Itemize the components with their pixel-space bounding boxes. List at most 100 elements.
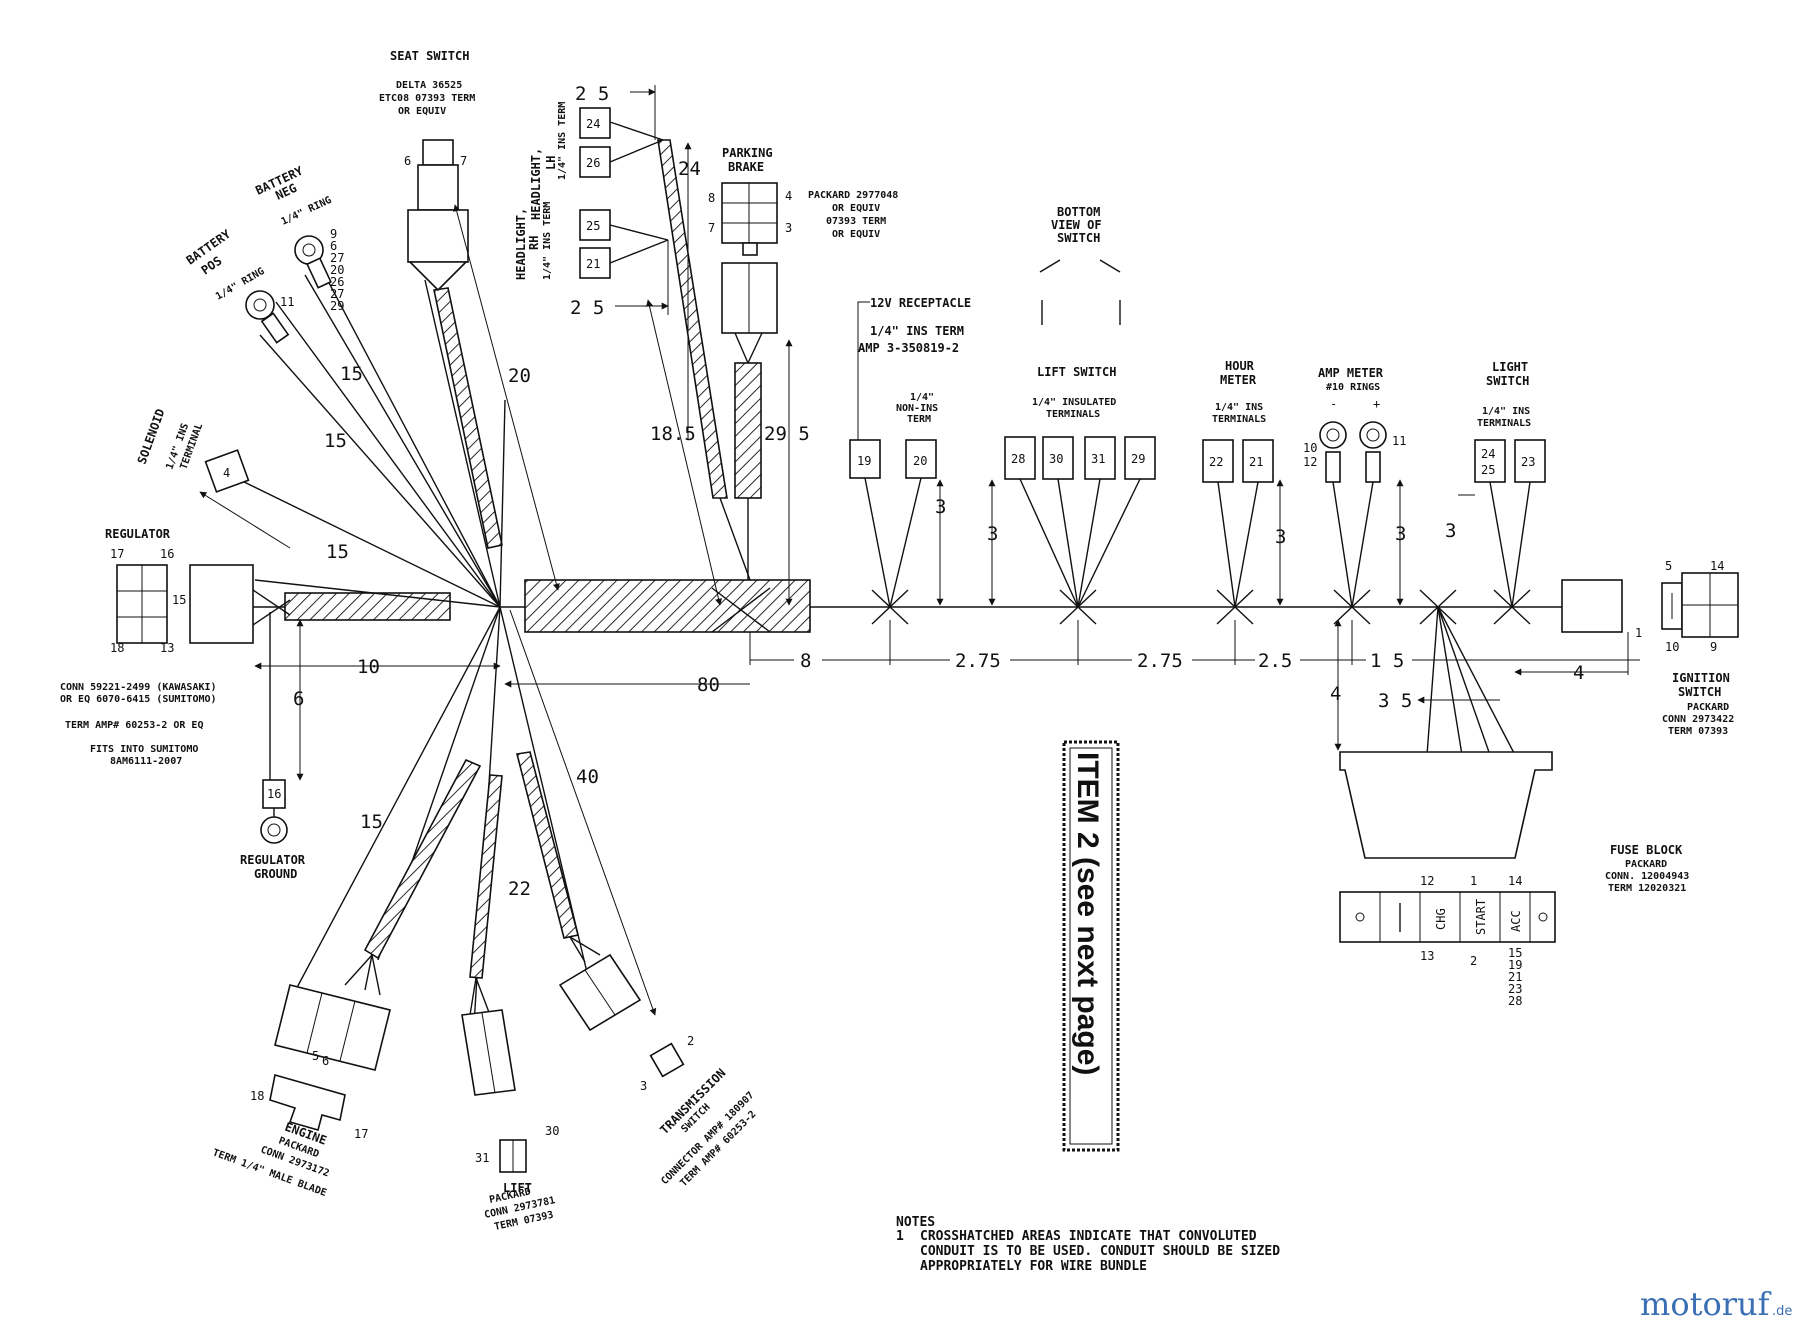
svg-text:1: 1	[1635, 626, 1642, 640]
svg-text:LIFT SWITCH: LIFT SWITCH	[1037, 365, 1116, 379]
svg-text:29 5: 29 5	[764, 423, 810, 445]
dimension-lines: 2 5 24 2 5 20 15 15 15 18.5 29 5 3 3 3 3…	[199, 83, 1640, 1016]
svg-text:4: 4	[223, 466, 230, 480]
seat-switch-label: SEAT SWITCH	[390, 49, 469, 63]
svg-text:CONN 59221-2499 (KAWASAKI): CONN 59221-2499 (KAWASAKI)	[60, 682, 217, 693]
svg-text:PARKING: PARKING	[722, 146, 773, 160]
svg-text:REGULATOR: REGULATOR	[105, 527, 171, 541]
svg-text:31: 31	[475, 1151, 489, 1165]
svg-text:14: 14	[1710, 559, 1724, 573]
transmission-connector: 3 2 TRANSMISSION SWITCH CONNECTOR AMP# 1…	[558, 936, 759, 1189]
svg-text:15: 15	[324, 430, 347, 452]
svg-text:GROUND: GROUND	[254, 867, 297, 881]
regulator: REGULATOR 17 16 15 18 13 CONN 59221-2499…	[60, 527, 291, 780]
solenoid: SOLENOID 1/4" INS TERMINAL 4	[135, 407, 250, 493]
svg-text:HEADLIGHT,: HEADLIGHT,	[529, 148, 543, 220]
svg-text:19: 19	[857, 454, 871, 468]
svg-text:6: 6	[322, 1054, 329, 1068]
svg-text:17: 17	[354, 1127, 368, 1141]
svg-text:18.5: 18.5	[650, 423, 696, 445]
svg-text:30: 30	[1049, 452, 1063, 466]
svg-text:ACC: ACC	[1509, 910, 1523, 932]
svg-text:29: 29	[330, 299, 344, 313]
svg-text:80: 80	[697, 674, 720, 696]
svg-text:12V RECEPTACLE: 12V RECEPTACLE	[870, 296, 971, 310]
svg-text:2: 2	[1470, 954, 1477, 968]
svg-text:18: 18	[110, 641, 124, 655]
svg-text:12: 12	[1420, 874, 1434, 888]
svg-text:6: 6	[293, 688, 304, 710]
svg-text:4: 4	[785, 189, 792, 203]
svg-text:15: 15	[340, 363, 363, 385]
item-2-callout[interactable]: ITEM 2 (see next page)	[1062, 740, 1120, 1152]
svg-text:CONN 2973422: CONN 2973422	[1662, 714, 1734, 725]
svg-text:13: 13	[1420, 949, 1434, 963]
svg-text:20: 20	[913, 454, 927, 468]
svg-text:FITS INTO SUMITOMO: FITS INTO SUMITOMO	[90, 744, 198, 755]
svg-text:17: 17	[110, 547, 124, 561]
parking-brake: PARKING BRAKE 8 4 7 3 PACKARD 2977048 OR…	[708, 146, 898, 580]
svg-text:NON-INS: NON-INS	[896, 403, 938, 414]
svg-text:TERM: TERM	[907, 414, 931, 425]
svg-text:2.5: 2.5	[1258, 650, 1292, 672]
svg-text:CONN. 12004943: CONN. 12004943	[1605, 871, 1689, 882]
svg-text:6: 6	[404, 154, 411, 168]
svg-text:+: +	[1373, 397, 1380, 411]
fuse-junction	[1419, 589, 1516, 756]
svg-text:BRAKE: BRAKE	[728, 160, 764, 174]
svg-text:4: 4	[1573, 662, 1584, 684]
svg-text:2.75: 2.75	[1137, 650, 1183, 672]
trans-conduit	[516, 751, 579, 939]
fuse-block: CHG START ACC 12 1 14 13 2 15 19 21 23 2…	[1339, 751, 1689, 1008]
svg-text:1/4" RING: 1/4" RING	[280, 195, 334, 228]
svg-text:CONDUIT IS TO BE USED. CONDUI: CONDUIT IS TO BE USED. CONDUIT SHOULD BE…	[920, 1244, 1280, 1259]
svg-text:APPROPRIATELY FOR WIRE BUNDLE: APPROPRIATELY FOR WIRE BUNDLE	[920, 1259, 1147, 1274]
svg-text:7: 7	[460, 154, 467, 168]
parking-brake-conduit	[734, 362, 762, 499]
battery-pos-ring-icon	[245, 290, 275, 320]
lift-connector: 31 30 LIFT PACKARD CONN 2973781 TERM 073…	[461, 977, 559, 1233]
svg-text:1/4" INS: 1/4" INS	[1215, 402, 1263, 413]
svg-text:16: 16	[160, 547, 174, 561]
bottom-view-switch: BOTTOM VIEW OF SWITCH	[1039, 205, 1121, 325]
svg-text:20: 20	[508, 365, 531, 387]
svg-text:TERMINALS: TERMINALS	[1212, 414, 1266, 425]
lift-conduit	[469, 774, 503, 979]
svg-text:TERMINALS: TERMINALS	[1477, 418, 1531, 429]
svg-text:2.75: 2.75	[955, 650, 1001, 672]
svg-text:5: 5	[312, 1049, 319, 1063]
svg-text:22: 22	[508, 878, 531, 900]
svg-text:SWITCH: SWITCH	[1057, 231, 1100, 245]
svg-text:10: 10	[1303, 441, 1317, 455]
amp-meter-neg-ring-icon	[1319, 421, 1347, 449]
svg-text:12: 12	[1303, 455, 1317, 469]
svg-text:1: 1	[1470, 874, 1477, 888]
svg-text:1 5: 1 5	[1370, 650, 1404, 672]
notes: NOTES 1 CROSSHATCHED AREAS INDICATE THAT…	[896, 1215, 1280, 1274]
svg-text:1/4": 1/4"	[910, 392, 934, 403]
svg-text:OR EQUIV: OR EQUIV	[398, 106, 446, 117]
svg-text:29: 29	[1131, 452, 1145, 466]
svg-text:REGULATOR: REGULATOR	[240, 853, 306, 867]
svg-text:6: 6	[330, 239, 337, 253]
svg-text:1/4" INSULATED: 1/4" INSULATED	[1032, 397, 1116, 408]
svg-text:27: 27	[330, 287, 344, 301]
svg-text:21: 21	[1508, 970, 1522, 984]
svg-text:23: 23	[1521, 455, 1535, 469]
svg-text:SOLENOID: SOLENOID	[135, 407, 168, 466]
svg-text:1/4" INS TERM: 1/4" INS TERM	[870, 324, 964, 338]
svg-text:PACKARD 2977048: PACKARD 2977048	[808, 190, 898, 201]
svg-text:motoruf: motoruf	[1640, 1285, 1772, 1323]
svg-text:8: 8	[800, 650, 811, 672]
svg-text:10: 10	[357, 656, 380, 678]
svg-text:21: 21	[1249, 455, 1263, 469]
svg-text:15: 15	[1508, 946, 1522, 960]
svg-text:CHG: CHG	[1434, 908, 1448, 930]
svg-text:3: 3	[935, 496, 946, 518]
svg-text:LIFT: LIFT	[503, 1181, 532, 1195]
svg-text:.de: .de	[1772, 1304, 1792, 1319]
svg-text:SWITCH: SWITCH	[1678, 685, 1721, 699]
svg-text:TERM 07393: TERM 07393	[1668, 726, 1728, 737]
svg-text:14: 14	[1508, 874, 1522, 888]
svg-text:4: 4	[1330, 683, 1341, 705]
